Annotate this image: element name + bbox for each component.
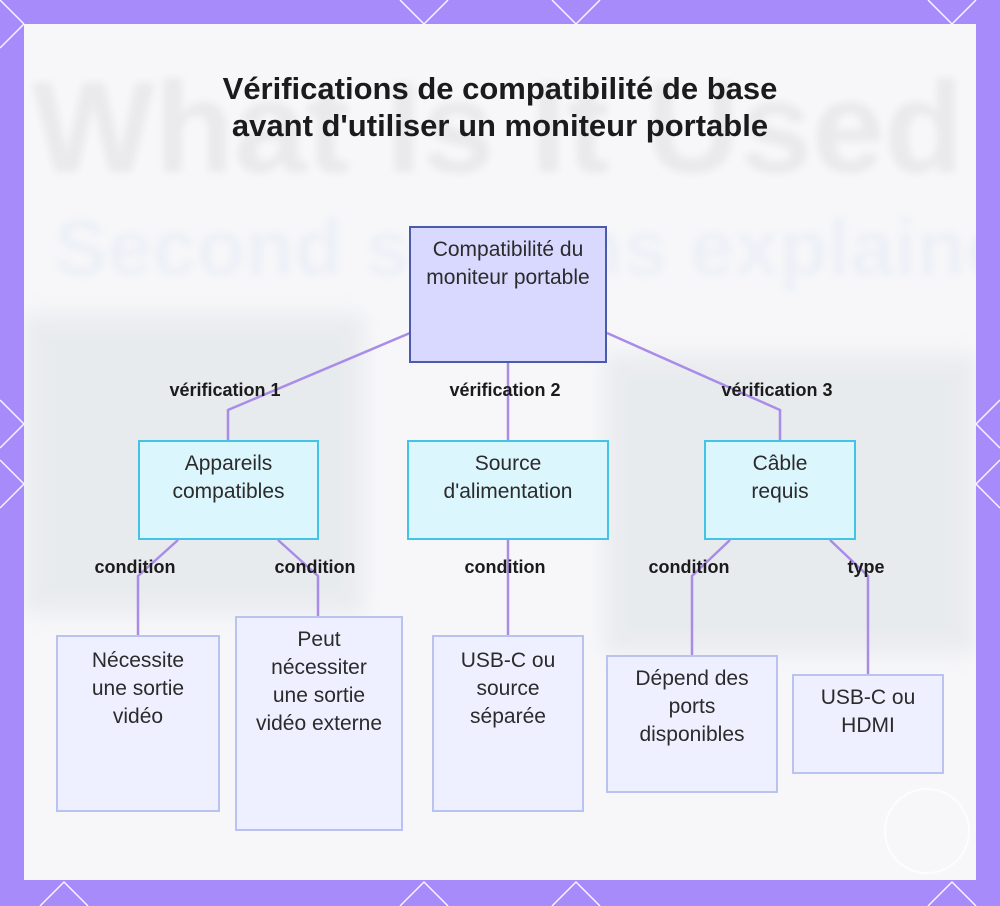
edge-devices-leaf1 bbox=[136, 539, 179, 636]
edge-label-condition-b: condition bbox=[274, 557, 356, 577]
diagram-title: Vérifications de compatibilité de base a… bbox=[222, 71, 778, 143]
node-leaf-external-video-label: Peut nécessiter une sortie vidéo externe bbox=[255, 628, 383, 735]
edge-cable-leaf5 bbox=[829, 539, 870, 675]
edge-label-check-2: vérification 2 bbox=[449, 380, 561, 400]
node-devices-label: Appareils compatibles bbox=[172, 452, 285, 503]
node-leaf-usbc-hdmi-label: USB-C ou HDMI bbox=[820, 686, 916, 737]
node-leaf-usbc-source: USB-C ou source séparée bbox=[432, 635, 584, 812]
node-root-label: Compatibilité du moniteur portable bbox=[426, 238, 590, 289]
corner-logo-badge bbox=[884, 788, 970, 874]
edge-label-condition-a: condition bbox=[94, 557, 176, 577]
edge-label-type: type bbox=[847, 557, 885, 577]
node-leaf-ports: Dépend des ports disponibles bbox=[606, 655, 778, 793]
background-watermark-line-1: What Is It Used bbox=[32, 54, 964, 200]
edge-label-check-3: vérification 3 bbox=[721, 380, 833, 400]
node-devices: Appareils compatibles bbox=[138, 440, 319, 540]
node-leaf-usbc-hdmi: USB-C ou HDMI bbox=[792, 674, 944, 774]
node-leaf-usbc-source-label: USB-C ou source séparée bbox=[460, 649, 556, 728]
node-leaf-video-output: Nécessite une sortie vidéo bbox=[56, 635, 220, 812]
node-power-label: Source d'alimentation bbox=[443, 452, 573, 503]
edge-root-devices bbox=[226, 331, 411, 441]
node-power: Source d'alimentation bbox=[407, 440, 609, 540]
node-leaf-ports-label: Dépend des ports disponibles bbox=[635, 667, 749, 746]
edge-cable-leaf4 bbox=[690, 539, 731, 656]
node-leaf-external-video: Peut nécessiter une sortie vidéo externe bbox=[235, 616, 403, 831]
edge-label-condition-d: condition bbox=[648, 557, 730, 577]
edge-root-cable bbox=[606, 331, 782, 441]
node-root: Compatibilité du moniteur portable bbox=[409, 226, 607, 363]
node-cable: Câble requis bbox=[704, 440, 856, 540]
node-leaf-video-output-label: Nécessite une sortie vidéo bbox=[91, 649, 185, 728]
edge-label-check-1: vérification 1 bbox=[169, 380, 281, 400]
node-cable-label: Câble requis bbox=[751, 452, 809, 503]
edge-devices-leaf2 bbox=[277, 539, 320, 617]
edge-label-condition-c: condition bbox=[464, 557, 546, 577]
